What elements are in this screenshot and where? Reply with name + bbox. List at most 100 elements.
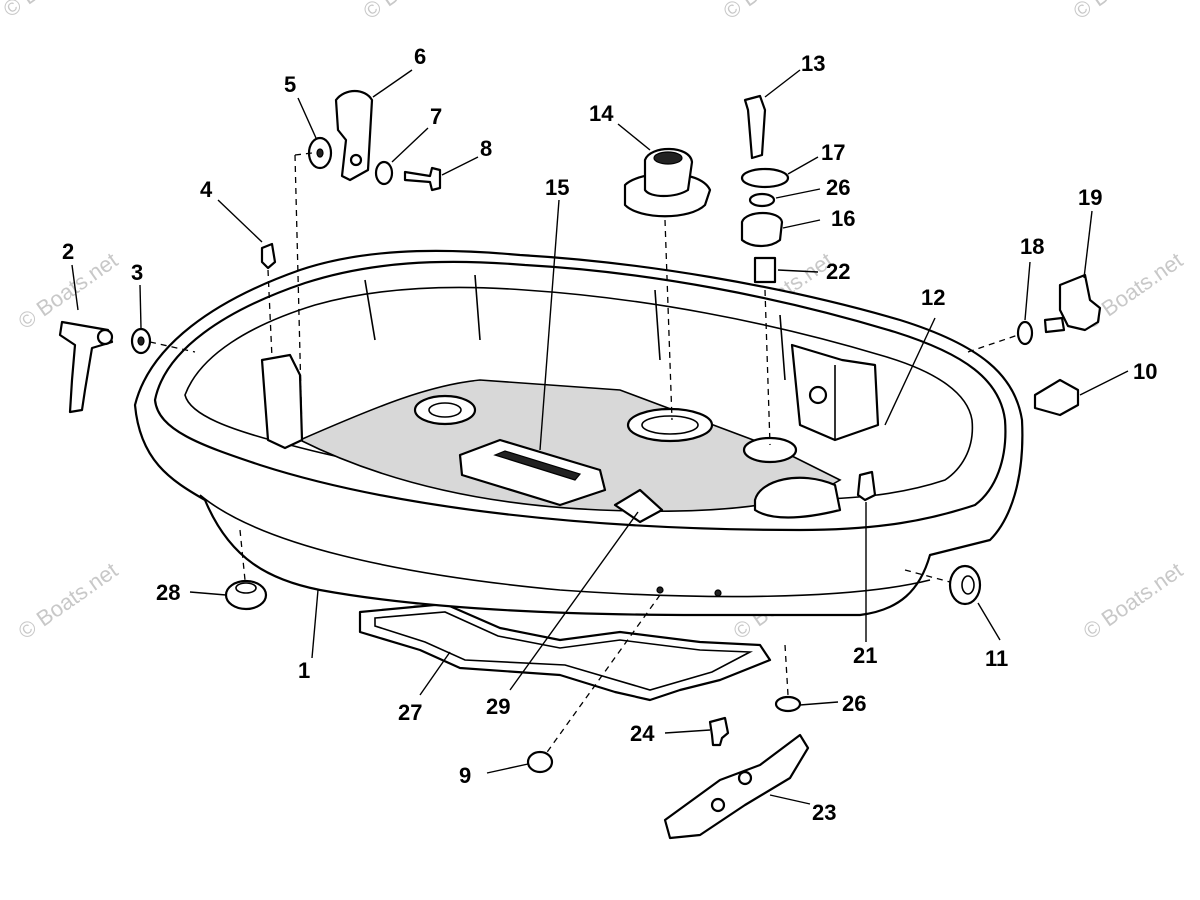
- dash-line: [267, 269, 273, 359]
- rib: [779, 314, 786, 381]
- callout-26-lower: 26: [842, 691, 866, 716]
- sleeve-22: [753, 256, 777, 284]
- leader: [782, 219, 821, 229]
- washer-17: [740, 167, 790, 189]
- leader: [1024, 261, 1031, 321]
- callout-16: 16: [831, 206, 855, 231]
- callout-21: 21: [853, 643, 877, 668]
- callout-17: 17: [821, 140, 845, 165]
- washer-18: [1016, 320, 1034, 346]
- callout-9: 9: [459, 763, 471, 788]
- screw-8: [403, 166, 442, 192]
- rib: [654, 289, 661, 361]
- bracket-hole: [710, 797, 726, 813]
- leader: [787, 156, 819, 175]
- leader: [764, 69, 801, 98]
- leader: [372, 69, 413, 98]
- latch-hole: [349, 153, 363, 167]
- grommet-11-inner: [961, 575, 975, 595]
- leader: [297, 97, 317, 139]
- callout-19: 19: [1078, 185, 1102, 210]
- rib: [364, 279, 376, 341]
- rect-grommet-slot: [493, 450, 582, 481]
- leader: [1083, 210, 1093, 279]
- pin-21: [856, 470, 877, 502]
- callout-15: 15: [545, 175, 569, 200]
- leader: [509, 511, 639, 691]
- screw-24: [708, 716, 730, 747]
- leader: [71, 264, 79, 311]
- rib: [474, 274, 481, 341]
- dash-line: [239, 529, 246, 581]
- right-boss: [742, 436, 798, 464]
- watermark: © Boats.net: [359, 0, 468, 24]
- watermark: © Boats.net: [0, 0, 107, 22]
- callout-11: 11: [985, 646, 1008, 671]
- callout-23: 23: [812, 800, 836, 825]
- callout-24: 24: [630, 721, 655, 746]
- callout-labels: 1 2 3 4 5 6 7 8 9 10 11 12 13 14 15 16 1…: [62, 44, 1157, 825]
- leader: [139, 284, 142, 329]
- watermark: © Boats.net: [1069, 0, 1178, 24]
- callout-1: 1: [298, 658, 310, 683]
- callout-13: 13: [801, 51, 825, 76]
- grommet-11: [948, 564, 982, 606]
- valve-19-nozzle: [1043, 316, 1066, 334]
- callout-3: 3: [131, 260, 143, 285]
- leader: [539, 199, 560, 451]
- callout-2: 2: [62, 239, 74, 264]
- leader: [977, 602, 1001, 641]
- port-opening-14: [626, 407, 714, 443]
- callout-28: 28: [156, 580, 180, 605]
- bolt-13: [743, 94, 767, 160]
- clip-7: [374, 160, 394, 186]
- callout-8: 8: [480, 136, 492, 161]
- fitting-4: [260, 242, 277, 270]
- callout-27: 27: [398, 700, 422, 725]
- callout-12: 12: [921, 285, 945, 310]
- left-boss-inner: [428, 402, 462, 418]
- dash-line: [904, 569, 951, 583]
- leader: [769, 794, 811, 805]
- sleeve: [753, 476, 842, 519]
- bracket-23: [663, 733, 810, 840]
- callout-18: 18: [1020, 234, 1044, 259]
- washer-26-lower: [774, 695, 802, 713]
- side-hole: [714, 589, 722, 597]
- leader: [664, 729, 711, 734]
- left-bracket: [260, 353, 304, 450]
- pan-lower-lip: [199, 494, 931, 598]
- leader: [391, 127, 429, 163]
- leader: [777, 269, 819, 273]
- leader: [189, 591, 227, 596]
- block-hole: [808, 385, 828, 405]
- dash-line: [294, 152, 313, 156]
- callout-6: 6: [414, 44, 426, 69]
- callout-5: 5: [284, 72, 296, 97]
- lower-cowl-pan-1: [133, 249, 1024, 617]
- lower-seal-inner: [374, 611, 754, 691]
- bracket-hole: [737, 770, 753, 786]
- side-hole: [656, 586, 664, 594]
- leader: [486, 763, 529, 774]
- dash-line: [764, 289, 771, 446]
- leader: [799, 701, 839, 706]
- alignment-lines: [149, 152, 1019, 756]
- leader: [419, 651, 451, 696]
- leader: [1079, 370, 1129, 396]
- callout-10: 10: [1133, 359, 1157, 384]
- leader: [617, 123, 651, 151]
- callout-14: 14: [589, 101, 614, 126]
- leader: [775, 188, 821, 199]
- leader: [311, 589, 319, 659]
- dash-line: [149, 341, 196, 353]
- callout-4: 4: [200, 177, 213, 202]
- callout-26-upper: 26: [826, 175, 850, 200]
- watermark: © Boats.net: [14, 557, 123, 644]
- watermark: © Boats.net: [1079, 557, 1188, 644]
- callout-22: 22: [826, 259, 850, 284]
- leader: [884, 317, 936, 426]
- grommet-28: [224, 579, 268, 611]
- dash-line: [967, 334, 1019, 353]
- dash-line: [294, 154, 303, 436]
